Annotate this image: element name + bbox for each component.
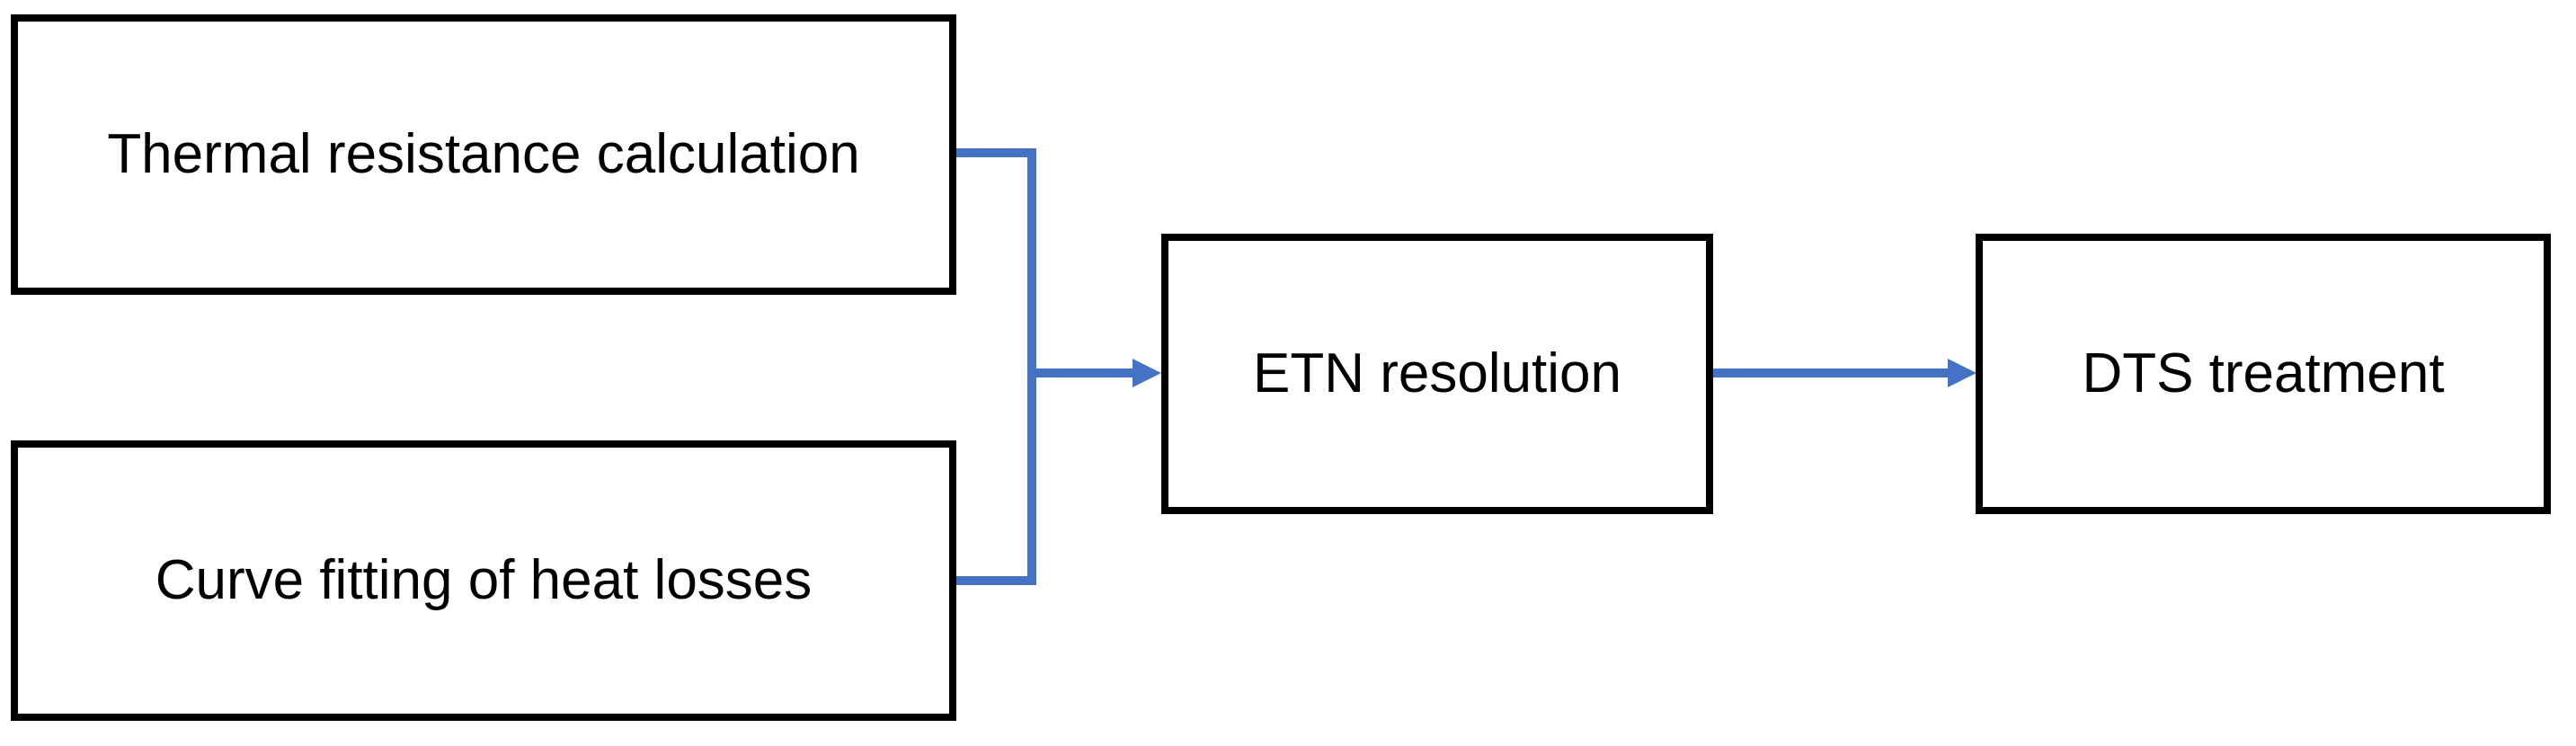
- node-curve-fitting-of-heat-losses: Curve fitting of heat losses: [11, 440, 956, 721]
- arrow-etn-to-dts-head-icon: [1948, 359, 1976, 387]
- node-dts-treatment: DTS treatment: [1976, 234, 2551, 514]
- node-label-curve-fitting-of-heat-losses: Curve fitting of heat losses: [155, 548, 813, 611]
- node-etn-resolution: ETN resolution: [1161, 234, 1713, 514]
- node-label-dts-treatment: DTS treatment: [2082, 342, 2445, 404]
- arrow-merge-to-etn-head-icon: [1133, 359, 1161, 387]
- node-thermal-resistance-calculation: Thermal resistance calculation: [11, 14, 956, 295]
- node-label-etn-resolution: ETN resolution: [1252, 342, 1622, 404]
- merge-connector-line: [956, 148, 1036, 585]
- node-label-thermal-resistance-calculation: Thermal resistance calculation: [107, 122, 860, 185]
